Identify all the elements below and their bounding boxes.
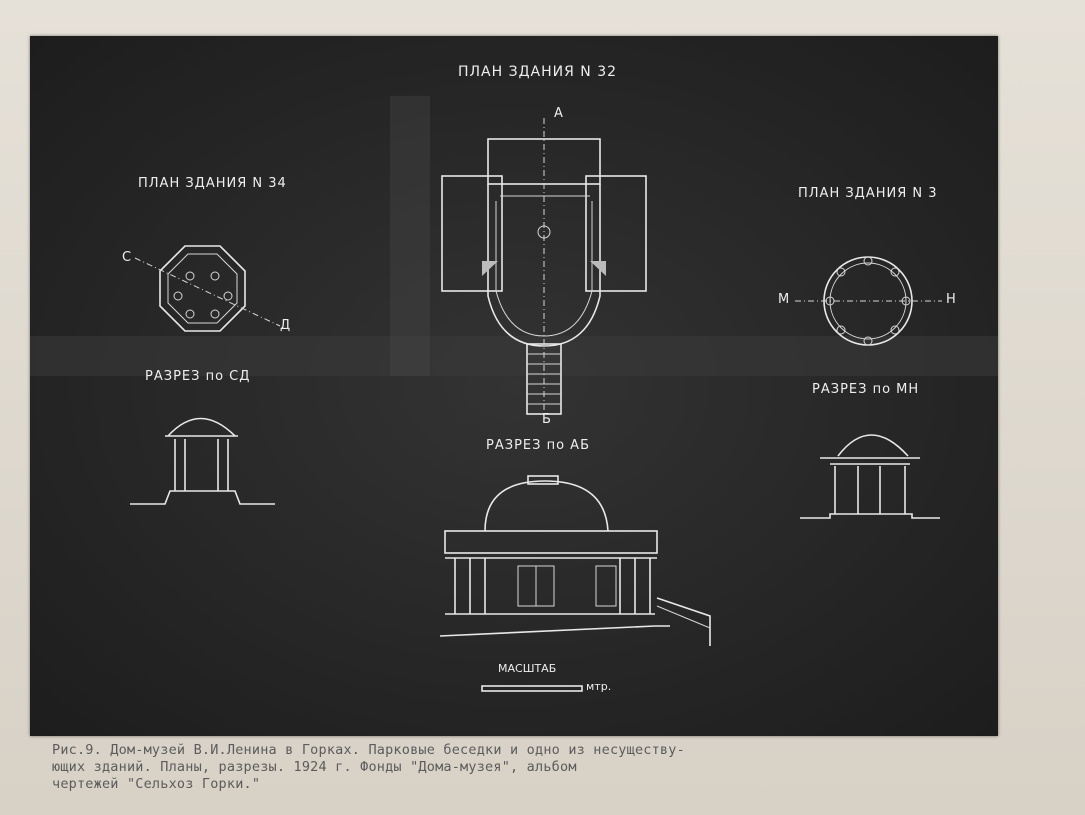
section-mn-drawing [800, 434, 940, 519]
point-c-label: С [122, 250, 133, 265]
scale-unit: мтр. [586, 680, 612, 693]
plan-3-rotunda [795, 256, 942, 346]
section-ab-title: РАЗРЕЗ по АБ [486, 438, 590, 453]
section-sd-drawing [130, 417, 275, 505]
plan-3-title: ПЛАН ЗДАНИЯ N 3 [798, 186, 938, 201]
plan-32-building [441, 118, 647, 426]
figure-caption: Рис.9. Дом-музей В.И.Ленина в Горках. Па… [52, 742, 952, 793]
paper-texture [30, 36, 998, 736]
point-b-label: Б [542, 412, 552, 427]
section-ab-drawing [439, 475, 711, 692]
plan-34-octagon [134, 245, 281, 332]
point-m-label: М [778, 292, 791, 307]
caption-line-3: чертежей "Сельхоз Горки." [52, 776, 261, 792]
blueprint-photo: ПЛАН ЗДАНИЯ N 32 ПЛАН ЗДАНИЯ N 34 ПЛАН З… [30, 36, 998, 736]
point-a-label: А [554, 106, 564, 121]
caption-line-2: ющих зданий. Планы, разрезы. 1924 г. Фон… [52, 759, 577, 775]
plan-34-title: ПЛАН ЗДАНИЯ N 34 [138, 176, 287, 191]
blueprint-drawing [30, 36, 998, 736]
point-h-label: Н [946, 292, 957, 307]
caption-line-1: Рис.9. Дом-музей В.И.Ленина в Горках. Па… [52, 742, 685, 758]
scale-label: МАСШТАБ [498, 662, 557, 675]
fold-band [30, 336, 998, 376]
section-sd-title: РАЗРЕЗ по СД [145, 369, 251, 384]
section-mn-title: РАЗРЕЗ по МН [812, 382, 920, 397]
plan-32-title: ПЛАН ЗДАНИЯ N 32 [458, 64, 618, 80]
point-d-label: Д [280, 318, 292, 333]
light-streak [390, 96, 430, 376]
